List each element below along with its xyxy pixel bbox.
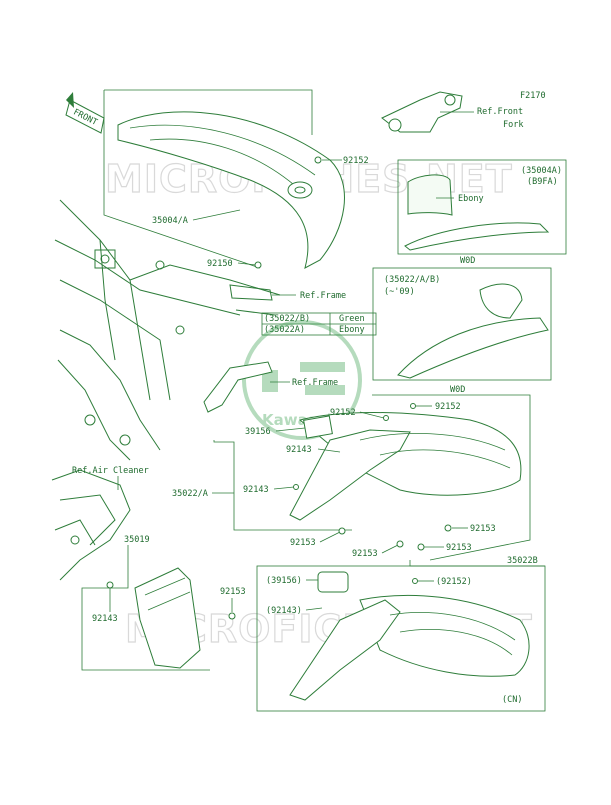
label-92153-low: 92153 bbox=[220, 587, 246, 597]
label-ebony-1: Ebony bbox=[458, 194, 484, 204]
label-b9fa: (B9FA) bbox=[527, 177, 558, 187]
reflector-39156 bbox=[317, 571, 349, 593]
label-35022-ab: (35022/A/B) bbox=[384, 275, 440, 285]
color-table-color-1: Green bbox=[339, 314, 365, 324]
label-92153-a: 92153 bbox=[470, 524, 496, 534]
label-35004a-paren: (35004A) bbox=[521, 166, 562, 176]
front-arrow-icon: FRONT bbox=[65, 92, 105, 134]
label-w0d-1: W0D bbox=[460, 256, 475, 266]
fender-side-part bbox=[404, 222, 550, 251]
rear-fender-side-part bbox=[397, 317, 549, 379]
ebony-decal-part bbox=[407, 174, 453, 216]
label-09: (~'09) bbox=[384, 287, 415, 297]
label-35022-a: 35022/A bbox=[172, 489, 208, 499]
color-table: (35022/B) Green (35022A) Ebony bbox=[261, 312, 377, 336]
color-table-color-2: Ebony bbox=[339, 325, 365, 335]
label-35019: 35019 bbox=[124, 535, 150, 545]
label-92143-left: 92143 bbox=[243, 485, 269, 495]
label-39156-paren: (39156) bbox=[266, 576, 302, 586]
label-92143-paren: (92143) bbox=[266, 606, 302, 616]
label-39156: 39156 bbox=[245, 427, 271, 437]
color-table-part-2: (35022A) bbox=[264, 325, 305, 335]
box-35022b bbox=[256, 565, 546, 712]
label-92153-b: 92153 bbox=[290, 538, 316, 548]
label-92152-top: 92152 bbox=[343, 156, 369, 166]
label-92143-low: 92143 bbox=[92, 614, 118, 624]
label-92153-c: 92153 bbox=[352, 549, 378, 559]
air-cleaner-part bbox=[51, 469, 131, 581]
color-table-part-1: (35022/B) bbox=[264, 314, 310, 324]
label-w0d-2: W0D bbox=[450, 385, 465, 395]
label-35022b: 35022B bbox=[507, 556, 538, 566]
label-ref-front-fork-2: Fork bbox=[503, 120, 523, 130]
mud-flap-part bbox=[134, 567, 201, 669]
figure-code: F2170 bbox=[520, 91, 546, 101]
frame-part bbox=[54, 199, 281, 461]
front-fender-group-line bbox=[103, 90, 261, 269]
label-92153-d: 92153 bbox=[446, 543, 472, 553]
rear-fender-part bbox=[289, 412, 522, 521]
bolt-92143-low bbox=[106, 581, 114, 589]
front-fork-part bbox=[381, 91, 463, 133]
label-ref-frame-2: Ref.Frame bbox=[292, 378, 338, 388]
label-92143-mid: 92143 bbox=[286, 445, 312, 455]
box-35004a bbox=[397, 159, 567, 255]
label-92152-right: 92152 bbox=[435, 402, 461, 412]
bolt-92150 bbox=[254, 261, 262, 269]
label-ref-front-fork: Ref.Front bbox=[477, 107, 523, 117]
rear-fender-b-part bbox=[289, 594, 530, 701]
label-92152-mid: 92152 bbox=[330, 408, 356, 418]
label-cn: (CN) bbox=[502, 695, 522, 705]
label-92152-paren: (92152) bbox=[436, 577, 472, 587]
front-fender-part bbox=[117, 111, 345, 269]
label-ref-frame-1: Ref.Frame bbox=[300, 291, 346, 301]
label-92150: 92150 bbox=[207, 259, 233, 269]
label-ref-air-cleaner: Ref.Air Cleaner bbox=[72, 466, 149, 476]
label-35004-a: 35004/A bbox=[152, 216, 188, 226]
rear-bracket-part bbox=[203, 361, 273, 413]
